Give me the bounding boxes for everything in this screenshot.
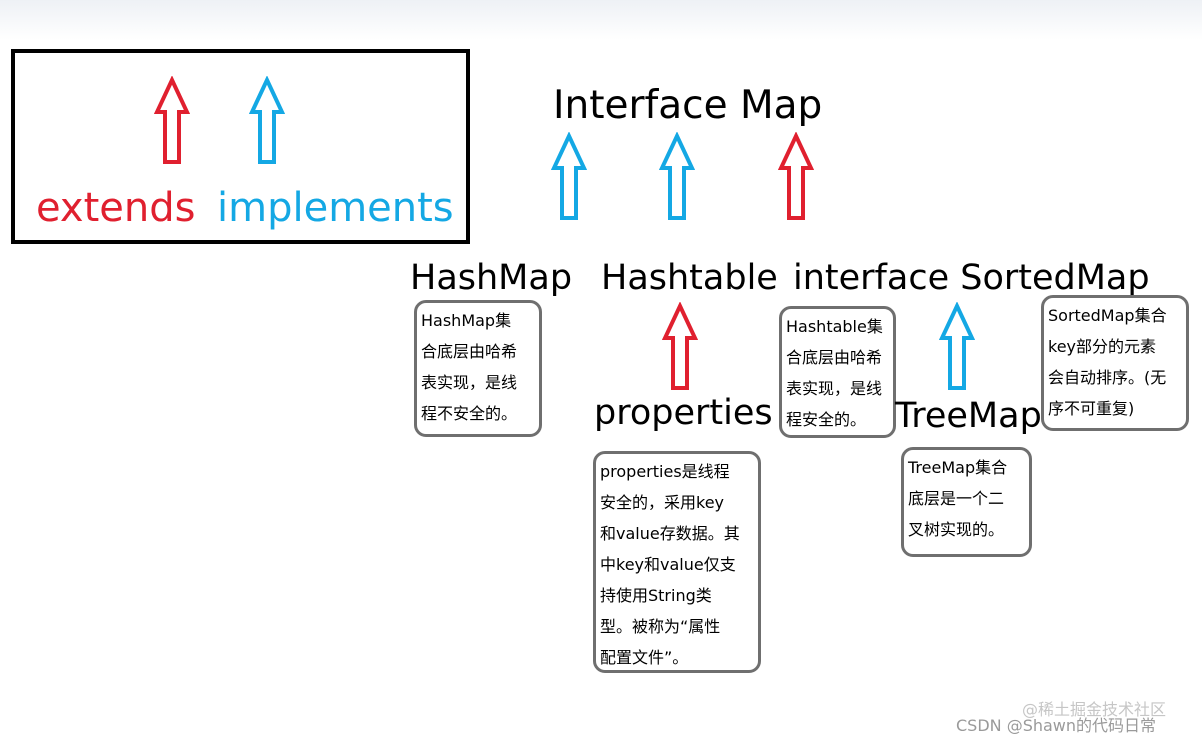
implements-arrow-icon [249, 76, 285, 164]
legend-box [11, 49, 470, 244]
sortedmap-extends-arrow-icon [778, 132, 814, 220]
treemap-note: TreeMap集合 底层是一个二 叉树实现的。 [901, 447, 1032, 557]
note-line: 程安全的。 [786, 410, 867, 429]
hashmap-note: HashMap集 合底层由哈希 表实现，是线 程不安全的。 [414, 300, 542, 437]
note-line: 叉树实现的。 [908, 520, 1005, 539]
hashtable-note: Hashtable集 合底层由哈希 表实现，是线 程安全的。 [779, 306, 896, 438]
properties-node: properties [594, 393, 773, 433]
note-line: 合底层由哈希 [421, 342, 518, 361]
interface-map-node: Interface Map [553, 83, 823, 128]
hashtable-implements-arrow-icon [659, 132, 695, 220]
note-line: 配置文件”。 [600, 648, 689, 667]
implements-label: implements [217, 185, 454, 231]
watermark-csdn: CSDN @Shawn的代码日常 [956, 716, 1157, 735]
note-line: 持使用String类 [600, 586, 712, 605]
note-line: 序不可重复) [1048, 399, 1135, 418]
note-line: 合底层由哈希 [786, 348, 883, 367]
note-line: 型。被称为“属性 [600, 617, 721, 636]
properties-extends-arrow-icon [662, 302, 698, 390]
note-line: 和value存数据。其 [600, 524, 740, 543]
note-line: 表实现，是线 [421, 373, 518, 392]
note-line: 程不安全的。 [421, 404, 518, 423]
note-line: HashMap集 [421, 311, 512, 330]
extends-label: extends [36, 185, 196, 231]
note-line: 底层是一个二 [908, 489, 1005, 508]
note-line: TreeMap集合 [908, 458, 1008, 477]
note-line: 表实现，是线 [786, 379, 883, 398]
hashtable-node: Hashtable [601, 258, 778, 298]
extends-arrow-icon [154, 76, 190, 164]
note-line: SortedMap集合 [1048, 306, 1167, 325]
note-line: 安全的，采用key [600, 493, 725, 512]
hashmap-node: HashMap [410, 258, 573, 298]
top-band [0, 0, 1202, 40]
note-line: key部分的元素 [1048, 337, 1157, 356]
note-line: Hashtable集 [786, 317, 883, 336]
watermark-juejin: @稀土掘金技术社区 [1022, 700, 1167, 719]
note-line: 中key和value仅支 [600, 555, 736, 574]
note-line: properties是线程 [600, 462, 730, 481]
sortedmap-node: interface SortedMap [793, 258, 1150, 298]
treemap-node: TreeMap [895, 396, 1042, 436]
treemap-implements-arrow-icon [939, 302, 975, 390]
properties-note: properties是线程 安全的，采用key 和value存数据。其 中key… [593, 451, 761, 673]
sortedmap-note: SortedMap集合 key部分的元素 会自动排序。(无 序不可重复) [1041, 295, 1189, 431]
note-line: 会自动排序。(无 [1048, 368, 1167, 387]
hashmap-implements-arrow-icon [551, 132, 587, 220]
